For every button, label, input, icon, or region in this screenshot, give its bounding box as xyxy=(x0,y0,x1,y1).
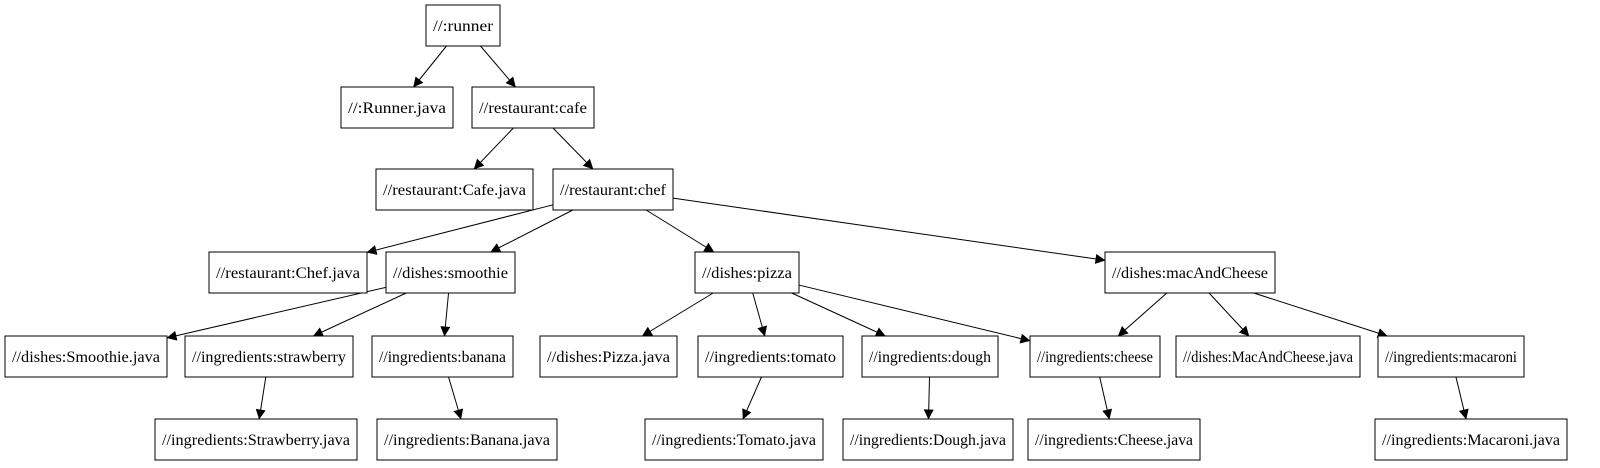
node-box-cafe_java xyxy=(375,168,534,211)
node-label-dough_java: //ingredients:Dough.java xyxy=(850,432,1006,449)
node-box-pizza xyxy=(694,251,800,294)
node-label-pizza_java: //dishes:Pizza.java xyxy=(547,349,670,366)
graph-node-tomato: //ingredients:tomato xyxy=(697,335,844,378)
node-label-strawberry_java: //ingredients:Strawberry.java xyxy=(162,432,350,449)
node-box-cheese xyxy=(1029,335,1161,378)
node-box-chef xyxy=(552,168,674,211)
node-label-cheese: //ingredients:cheese xyxy=(1037,349,1153,366)
graph-edge-pizza-pizza_java xyxy=(641,292,714,337)
node-label-chef: //restaurant:chef xyxy=(560,182,667,199)
graph-node-dough: //ingredients:dough xyxy=(861,335,999,378)
node-label-chef_java: //restaurant:Chef.java xyxy=(216,265,360,282)
node-box-tomato_java xyxy=(644,418,824,461)
node-label-banana: //ingredients:banana xyxy=(379,349,506,366)
node-label-mac_java: //dishes:MacAndCheese.java xyxy=(1183,349,1353,366)
graph-node-smoothie_java: //dishes:Smoothie.java xyxy=(4,335,168,378)
graph-edge-chef-smoothie xyxy=(490,209,574,253)
graph-edge-dough-dough_java xyxy=(923,376,934,420)
graph-node-cheese_java: //ingredients:Cheese.java xyxy=(1027,418,1201,461)
node-box-smoothie_java xyxy=(4,335,168,378)
graph-node-strawberry: //ingredients:strawberry xyxy=(184,335,354,378)
graph-node-cafe: //restaurant:cafe xyxy=(471,86,595,129)
node-label-cafe_java: //restaurant:Cafe.java xyxy=(383,182,526,199)
graph-node-cheese: //ingredients:cheese xyxy=(1029,335,1161,378)
graph-node-banana_java: //ingredients:Banana.java xyxy=(376,418,558,461)
node-label-runner_java: //:Runner.java xyxy=(348,100,446,117)
node-label-smoothie_java: //dishes:Smoothie.java xyxy=(12,349,160,366)
graph-edge-smoothie-smoothie_java xyxy=(166,286,387,341)
graph-edge-pizza-tomato xyxy=(752,292,768,337)
node-box-dough_java xyxy=(842,418,1014,461)
node-label-tomato_java: //ingredients:Tomato.java xyxy=(652,432,816,449)
graph-edge-pizza-cheese xyxy=(798,284,1031,344)
graph-edge-cheese-cheese_java xyxy=(1099,376,1113,420)
graph-edge-strawberry-strawberry_java xyxy=(255,376,267,420)
graph-edge-runner-runner_java xyxy=(413,45,447,88)
node-box-tomato xyxy=(697,335,844,378)
graph-node-strawberry_java: //ingredients:Strawberry.java xyxy=(154,418,358,461)
graph-node-smoothie: //dishes:smoothie xyxy=(385,251,516,294)
node-box-macaroni xyxy=(1377,335,1525,378)
node-box-dough xyxy=(861,335,999,378)
graph-edge-chef-pizza xyxy=(645,209,715,253)
graph-edge-smoothie-banana xyxy=(440,292,451,337)
graph-edge-cafe-cafe_java xyxy=(473,127,514,170)
node-box-macaroni_java xyxy=(1374,418,1568,461)
node-label-macaroni_java: //ingredients:Macaroni.java xyxy=(1382,432,1560,449)
node-label-mac: //dishes:macAndCheese xyxy=(1112,265,1268,282)
graph-node-chef_java: //restaurant:Chef.java xyxy=(208,251,368,294)
graph-edge-tomato-tomato_java xyxy=(742,376,762,420)
graph-node-runner_java: //:Runner.java xyxy=(340,86,454,129)
graph-edge-banana-banana_java xyxy=(448,376,464,420)
graph-edge-chef-chef_java xyxy=(366,204,554,255)
node-label-smoothie: //dishes:smoothie xyxy=(393,265,508,282)
node-label-pizza: //dishes:pizza xyxy=(702,265,792,282)
graph-node-macaroni_java: //ingredients:Macaroni.java xyxy=(1374,418,1568,461)
node-label-tomato: //ingredients:tomato xyxy=(705,349,836,366)
graph-node-mac: //dishes:macAndCheese xyxy=(1104,251,1276,294)
graph-node-runner: //:runner xyxy=(425,4,501,47)
node-label-cheese_java: //ingredients:Cheese.java xyxy=(1035,432,1193,449)
node-box-cafe xyxy=(471,86,595,129)
node-box-runner_java xyxy=(340,86,454,129)
node-box-strawberry_java xyxy=(154,418,358,461)
graph-edge-pizza-dough xyxy=(791,292,886,337)
graph-edge-cafe-chef xyxy=(552,127,594,170)
node-box-strawberry xyxy=(184,335,354,378)
graph-node-dough_java: //ingredients:Dough.java xyxy=(842,418,1014,461)
node-label-dough: //ingredients:dough xyxy=(869,349,991,366)
graph-edge-macaroni-macaroni_java xyxy=(1455,376,1469,420)
node-label-macaroni: //ingredients:macaroni xyxy=(1385,349,1518,366)
node-box-mac_java xyxy=(1175,335,1361,378)
node-box-smoothie xyxy=(385,251,516,294)
graph-edge-mac-cheese xyxy=(1117,292,1168,337)
graph-edge-runner-cafe xyxy=(480,45,516,88)
graph-edge-chef-mac xyxy=(672,197,1106,264)
node-label-runner: //:runner xyxy=(433,18,494,35)
graph-node-cafe_java: //restaurant:Cafe.java xyxy=(375,168,534,211)
node-box-banana_java xyxy=(376,418,558,461)
graph-node-pizza_java: //dishes:Pizza.java xyxy=(539,335,678,378)
node-box-chef_java xyxy=(208,251,368,294)
graph-node-macaroni: //ingredients:macaroni xyxy=(1377,335,1525,378)
node-box-banana xyxy=(371,335,514,378)
graph-edge-mac-macaroni xyxy=(1253,292,1388,338)
node-box-cheese_java xyxy=(1027,418,1201,461)
graph-node-chef: //restaurant:chef xyxy=(552,168,674,211)
node-label-cafe: //restaurant:cafe xyxy=(479,100,587,117)
graph-edge-smoothie-strawberry xyxy=(312,292,407,337)
graph-edge-mac-mac_java xyxy=(1208,292,1250,337)
graph-node-tomato_java: //ingredients:Tomato.java xyxy=(644,418,824,461)
node-box-mac xyxy=(1104,251,1276,294)
node-label-banana_java: //ingredients:Banana.java xyxy=(384,432,550,449)
node-box-pizza_java xyxy=(539,335,678,378)
graph-node-mac_java: //dishes:MacAndCheese.java xyxy=(1175,335,1361,378)
graph-node-banana: //ingredients:banana xyxy=(371,335,514,378)
graph-node-pizza: //dishes:pizza xyxy=(694,251,800,294)
node-box-runner xyxy=(425,4,501,47)
node-label-strawberry: //ingredients:strawberry xyxy=(192,349,346,366)
